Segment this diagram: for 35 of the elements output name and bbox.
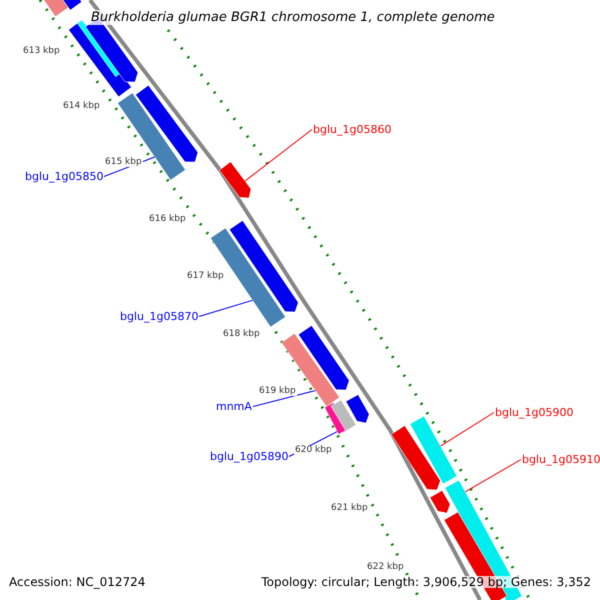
tick-label: 621 kbp	[330, 504, 369, 513]
summary-text: Topology: circular; Length: 3,906,529 bp; Genes: 3,352	[261, 576, 591, 588]
gene-bar	[60, 0, 82, 10]
tick-label: 620 kbp	[294, 446, 333, 455]
tick-label: 613 kbp	[22, 47, 61, 56]
tick-label: 617 kbp	[186, 272, 225, 281]
gene-label: mnmA	[216, 401, 252, 412]
gene-bar	[391, 425, 441, 490]
tick-label: 618 kbp	[222, 330, 261, 339]
gene-bar	[229, 220, 299, 312]
gene-bar	[410, 416, 458, 484]
gene-label: bglu_1g05850	[25, 171, 104, 182]
tick-label: 615 kbp	[104, 158, 143, 167]
gene-label: bglu_1g05900	[495, 407, 574, 418]
gene-bar	[41, 0, 69, 17]
leader-line	[252, 390, 316, 407]
gene-bar	[330, 400, 356, 432]
gene-label: bglu_1g05890	[210, 451, 288, 462]
tick-label: 622 kbp	[366, 563, 405, 572]
gene-bar	[281, 333, 340, 407]
tick-label: 614 kbp	[62, 102, 101, 111]
gene-label: bglu_1g05870	[120, 311, 198, 322]
gene-bar	[298, 325, 350, 390]
gene-bar	[219, 162, 252, 198]
gene-bar	[430, 490, 450, 514]
accession-text: Accession: NC_012724	[9, 576, 146, 588]
leader-line	[440, 412, 494, 447]
tick-label: 616 kbp	[148, 215, 187, 224]
gene-bar	[346, 394, 370, 424]
gene-label: bglu_1g05910	[522, 454, 600, 465]
tick-label: 619 kbp	[258, 387, 297, 396]
leader-line	[464, 459, 522, 492]
leader-line	[244, 129, 312, 182]
leader-line	[198, 300, 253, 317]
gene-label: bglu_1g05860	[313, 124, 392, 135]
